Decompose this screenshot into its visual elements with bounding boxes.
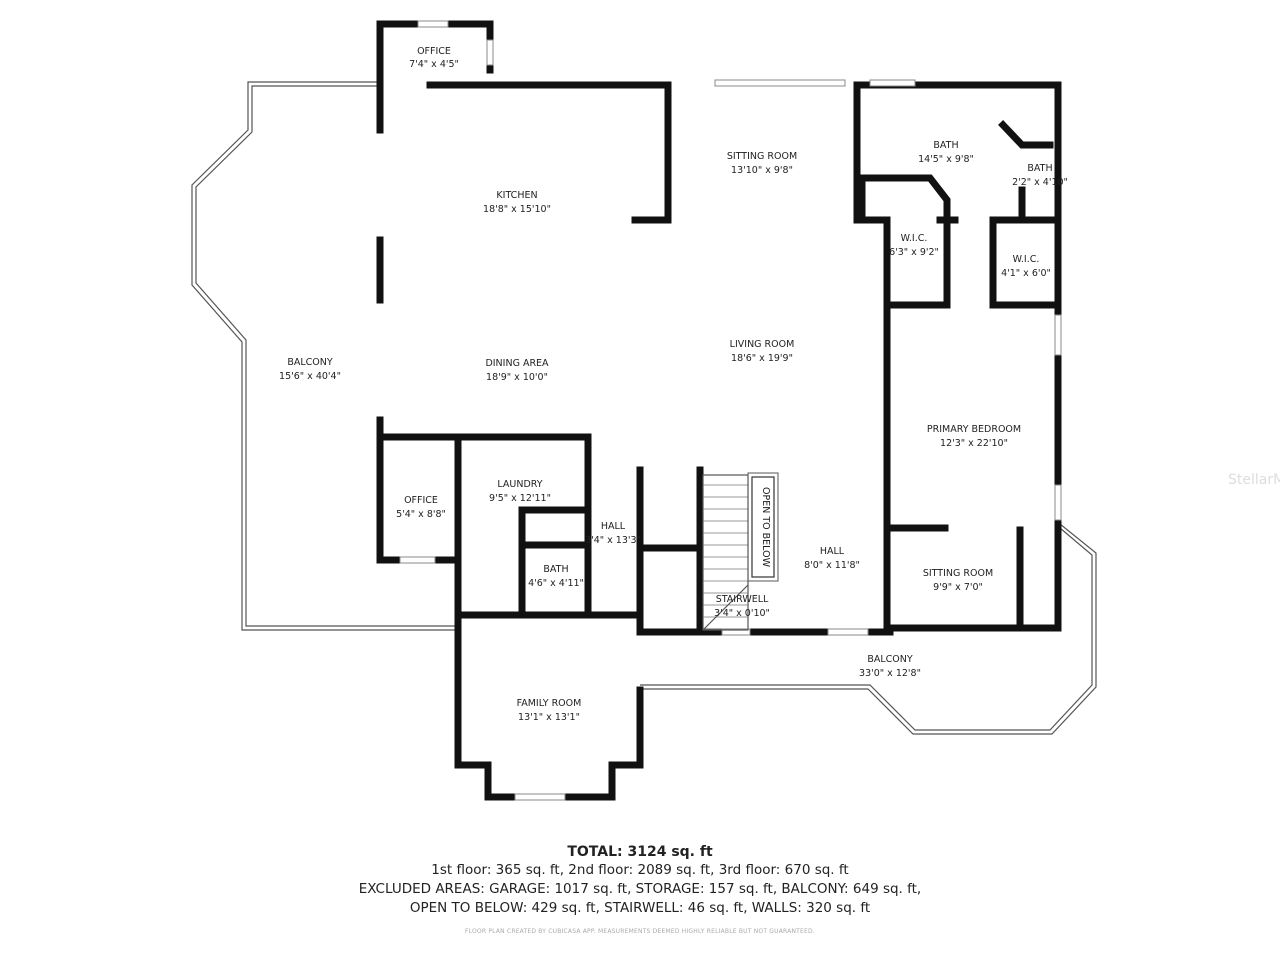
room-name: BATH (1027, 163, 1052, 174)
room-name: SITTING ROOM (923, 568, 993, 579)
room-size: 9'9" x 7'0" (933, 582, 983, 593)
room-size: 18'8" x 15'10" (483, 204, 551, 215)
area-summary: TOTAL: 3124 sq. ft 1st floor: 365 sq. ft… (0, 843, 1280, 935)
room-size: 14'5" x 9'8" (918, 154, 974, 165)
stairs (702, 472, 779, 631)
room-size: 9'5" x 12'11" (489, 493, 551, 504)
room-name: W.I.C. (901, 233, 928, 244)
credit-note: FLOOR PLAN CREATED BY CUBICASA APP. MEAS… (465, 928, 815, 935)
watermark: StellarMLS (1228, 472, 1280, 488)
room-name: BALCONY (287, 357, 333, 368)
room-size: 6'3" x 9'2" (889, 247, 939, 258)
room-name: PRIMARY BEDROOM (927, 424, 1021, 435)
room-size: 5'4" x 8'8" (396, 509, 446, 520)
room-name: W.I.C. (1013, 254, 1040, 265)
room-size: 8'0" x 11'8" (804, 560, 860, 571)
room-size: 7'4" x 4'5" (409, 59, 459, 70)
windows (399, 20, 1062, 801)
room-size: 3'4" x 13'3" (585, 535, 641, 546)
room-size: 4'1" x 6'0" (1001, 268, 1051, 279)
room-name: BALCONY (867, 654, 913, 665)
room-size: 3'4" x 0'10" (714, 608, 770, 619)
room-name: BATH (933, 140, 958, 151)
room-size: 4'6" x 4'11" (528, 578, 584, 589)
room-labels: OFFICE 7'4" x 4'5" KITCHEN 18'8" x 15'10… (279, 46, 1068, 723)
room-name: LIVING ROOM (730, 339, 795, 350)
room-name: LAUNDRY (497, 479, 542, 490)
excluded-areas-line-2: OPEN TO BELOW: 429 sq. ft, STAIRWELL: 46… (409, 900, 871, 916)
excluded-areas-line-1: EXCLUDED AREAS: GARAGE: 1017 sq. ft, STO… (358, 881, 922, 897)
room-name: SITTING ROOM (727, 151, 797, 162)
total-area: TOTAL: 3124 sq. ft (567, 844, 713, 860)
walls (376, 20, 1062, 801)
balcony-outlines (191, 81, 1097, 735)
room-size: 15'6" x 40'4" (279, 371, 341, 382)
room-name: HALL (820, 546, 845, 557)
room-name: FAMILY ROOM (517, 698, 582, 709)
room-name: BATH (543, 564, 568, 575)
room-name: OPEN TO BELOW (760, 487, 771, 568)
floor-areas: 1st floor: 365 sq. ft, 2nd floor: 2089 s… (431, 862, 849, 878)
room-size: 13'1" x 13'1" (518, 712, 580, 723)
room-name: OFFICE (417, 46, 451, 57)
room-name: KITCHEN (496, 190, 537, 201)
room-size: 13'10" x 9'8" (731, 165, 793, 176)
room-name: OFFICE (404, 495, 438, 506)
room-size: 33'0" x 12'8" (859, 668, 921, 679)
room-size: 18'9" x 10'0" (486, 372, 548, 383)
room-name: STAIRWELL (716, 594, 769, 605)
room-size: 12'3" x 22'10" (940, 438, 1008, 449)
room-name: DINING AREA (485, 358, 549, 369)
room-name: HALL (601, 521, 626, 532)
room-size: 2'2" x 4'10" (1012, 177, 1068, 188)
room-size: 18'6" x 19'9" (731, 353, 793, 364)
